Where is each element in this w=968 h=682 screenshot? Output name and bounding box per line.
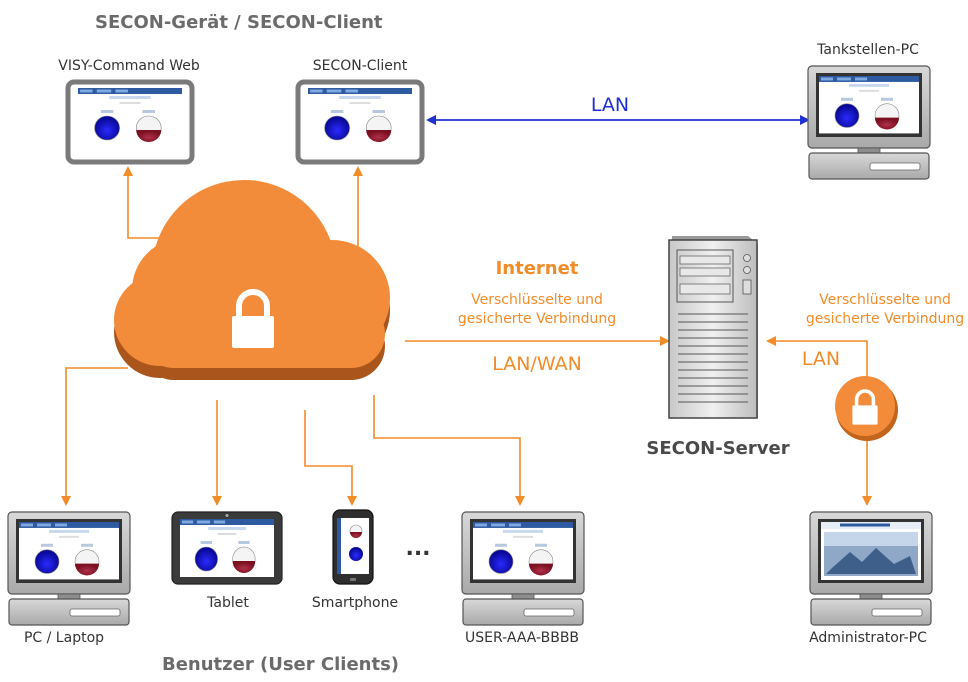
cloud xyxy=(114,180,390,380)
group-title-bottom: Benutzer (User Clients) xyxy=(162,654,400,675)
smartphone-device xyxy=(332,509,374,585)
arrow-to-smartphone xyxy=(304,410,357,506)
arrow-to-user xyxy=(373,395,525,506)
label-enc-left-1: Verschlüsselte und xyxy=(471,292,603,308)
label-secon-client: SECON-Client xyxy=(312,58,408,74)
arrow-to-visy xyxy=(123,166,160,239)
ellipsis-more-clients: ... xyxy=(405,536,431,561)
visy-command-web-device xyxy=(68,82,192,162)
arrow-admin-to-server xyxy=(766,336,868,380)
label-tankstellen: Tankstellen-PC xyxy=(817,42,919,58)
label-admin: Administrator-PC xyxy=(809,630,927,646)
arrow-to-pc-laptop xyxy=(61,367,128,506)
label-enc-left-2: gesicherte Verbindung xyxy=(457,311,617,327)
label-enc-right-1: Verschlüsselte und xyxy=(819,292,951,308)
admin-link-padlock-icon xyxy=(835,376,898,441)
label-user: USER-AAA-BBBB xyxy=(464,630,580,646)
tankstellen-pc-device xyxy=(808,66,930,179)
server-icon xyxy=(668,236,758,419)
user-client-device xyxy=(462,512,584,625)
tablet-device xyxy=(171,511,283,585)
label-lan-wan: LAN/WAN xyxy=(492,353,582,375)
pc-laptop-device xyxy=(8,512,130,625)
label-pc-laptop: PC / Laptop xyxy=(23,630,105,646)
label-lan-blue: LAN xyxy=(590,94,630,116)
label-internet: Internet xyxy=(495,258,579,279)
label-lan-right: LAN xyxy=(801,348,841,370)
label-enc-right-2: gesicherte Verbindung xyxy=(805,311,965,327)
secon-client-device xyxy=(298,82,422,162)
label-tablet: Tablet xyxy=(207,595,249,611)
label-secon-server: SECON-Server xyxy=(646,438,790,459)
group-title-top: SECON-Gerät / SECON-Client xyxy=(95,12,383,33)
administrator-pc-device xyxy=(809,511,933,626)
label-visy: VISY-Command Web xyxy=(58,58,200,74)
label-smartphone: Smartphone xyxy=(311,595,399,611)
